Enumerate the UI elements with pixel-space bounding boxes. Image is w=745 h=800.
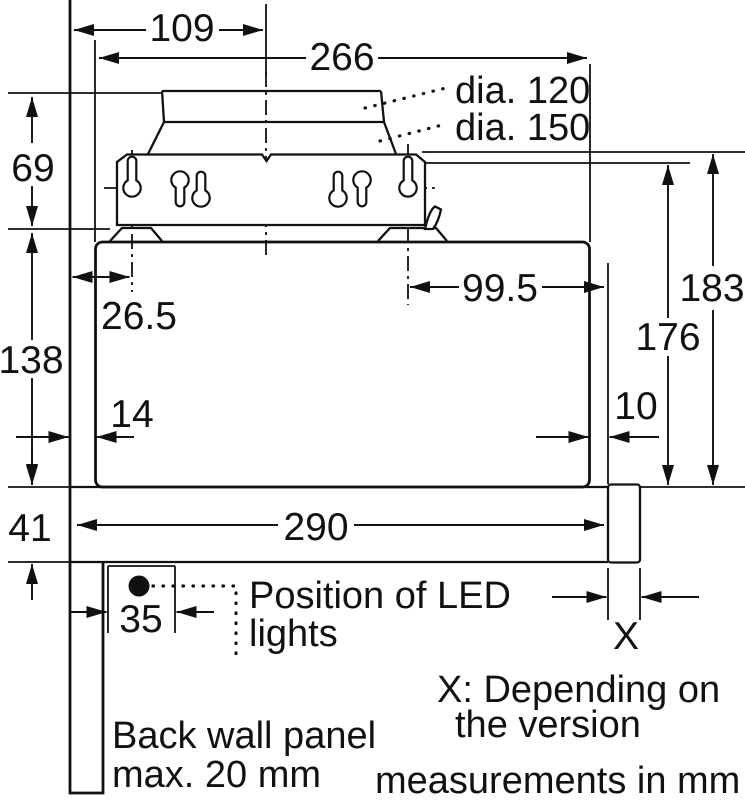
mounting-bracket <box>109 153 448 242</box>
led-note-line2: lights <box>249 613 338 655</box>
dim-26-5-label: 26.5 <box>101 295 177 338</box>
leader-lines <box>151 86 448 659</box>
duct-outline <box>146 89 398 155</box>
dim-10-label: 10 <box>614 385 657 428</box>
dim-183-label: 183 <box>679 267 744 310</box>
dim-14-label: 14 <box>110 393 153 436</box>
dimension-labels: 109 266 dia. 120 dia. 150 69 26.5 138 14… <box>0 7 745 658</box>
notes: Position of LED lights X: Depending on t… <box>112 575 740 800</box>
led-indicator <box>128 575 150 597</box>
door-front-strip <box>606 483 642 564</box>
back-wall-note-line2: max. 20 mm <box>112 754 321 796</box>
led-note-line1: Position of LED <box>249 575 511 617</box>
dim-x-label: X <box>613 615 639 658</box>
reference-lines <box>8 4 745 633</box>
led-dot <box>128 575 150 597</box>
bracket-left-foot <box>109 226 163 242</box>
dim-dia-120-label: dia. 120 <box>455 70 590 112</box>
wall-and-back-panel <box>68 0 105 795</box>
duct-adapter <box>146 89 398 155</box>
dim-266-label: 266 <box>309 36 374 79</box>
dim-176-label: 176 <box>635 316 700 359</box>
back-wall-note-line1: Back wall panel <box>112 715 376 757</box>
bracket-plate <box>115 153 427 227</box>
visor-band <box>70 485 608 564</box>
led-leader <box>151 584 238 659</box>
dim-dia-150-label: dia. 150 <box>455 107 590 149</box>
dim-41-label: 41 <box>8 507 51 550</box>
dim-69-label: 69 <box>11 147 54 190</box>
pullout-visor <box>70 483 642 564</box>
units-note: measurements in mm <box>375 760 740 800</box>
back-wall-panel-outline <box>68 0 105 795</box>
dim-138-label: 138 <box>0 339 64 382</box>
x-note-line1: X: Depending on <box>437 669 720 711</box>
dim-109-label: 109 <box>149 7 214 50</box>
x-note-line2: the version <box>455 704 641 746</box>
bracket-right-foot <box>377 226 448 242</box>
dim-99-5-label: 99.5 <box>462 267 538 310</box>
dim-35-label: 35 <box>119 598 162 641</box>
dimension-lines <box>16 24 719 618</box>
dia120-leader <box>363 86 448 110</box>
dia150-leader <box>378 122 448 143</box>
dim-290-label: 290 <box>283 506 348 549</box>
bracket-lever <box>423 205 443 231</box>
